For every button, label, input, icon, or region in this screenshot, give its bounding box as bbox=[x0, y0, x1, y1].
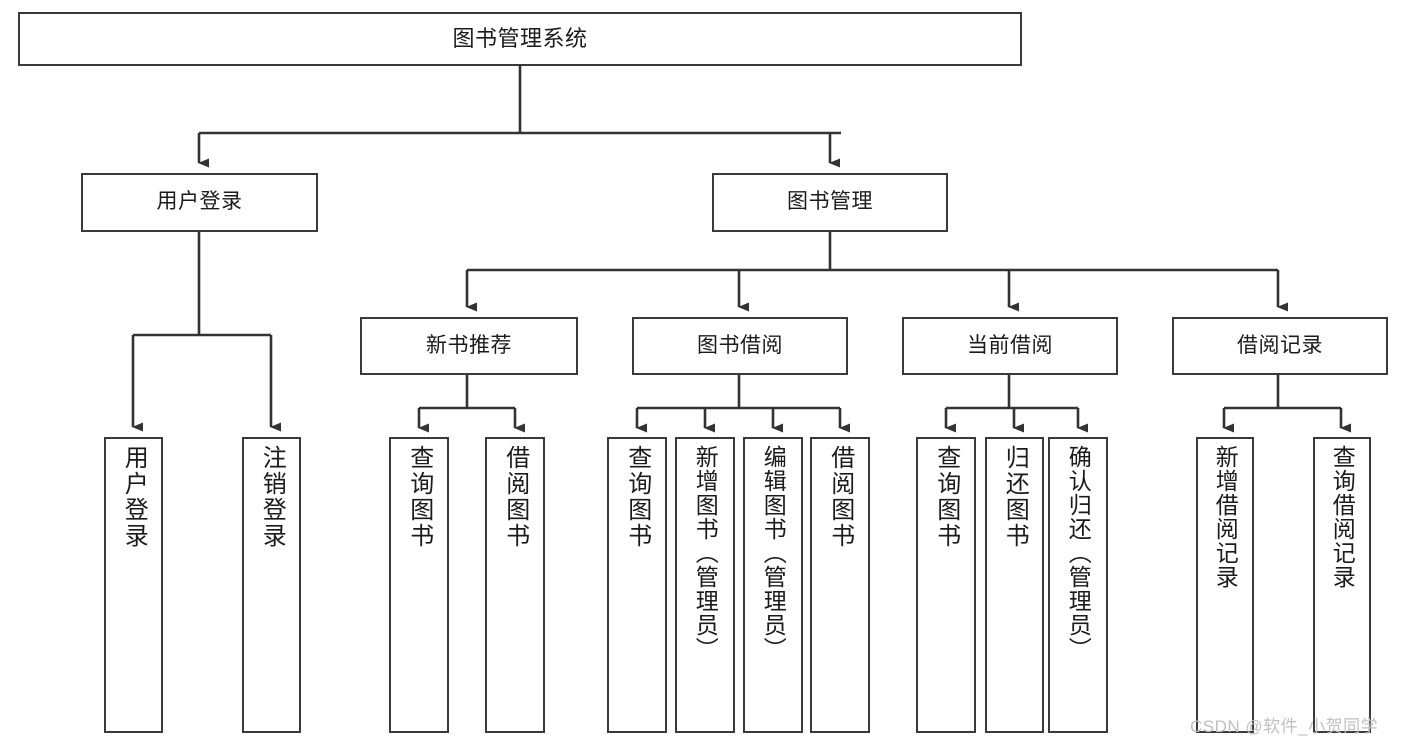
node-label: 用户登录 bbox=[120, 445, 148, 549]
node-label: 借阅记录 bbox=[1237, 333, 1323, 357]
leaf-query-book-recommend[interactable]: 查询图书 bbox=[389, 437, 449, 733]
node-label: 当前借阅 bbox=[967, 333, 1053, 357]
node-label: 借阅图书 bbox=[501, 445, 529, 549]
node-label: 查询借阅记录 bbox=[1329, 445, 1356, 589]
node-label: 新增借阅记录 bbox=[1212, 445, 1239, 589]
leaf-add-book-admin[interactable]: 新增图书（管理员） bbox=[675, 437, 735, 733]
node-label: 新增图书（管理员） bbox=[692, 445, 719, 661]
node-label: 查询图书 bbox=[932, 445, 960, 549]
leaf-edit-book-admin[interactable]: 编辑图书（管理员） bbox=[743, 437, 803, 733]
leaf-return-book[interactable]: 归还图书 bbox=[985, 437, 1044, 733]
node-label: 查询图书 bbox=[405, 445, 433, 549]
leaf-query-book-current[interactable]: 查询图书 bbox=[916, 437, 976, 733]
leaf-confirm-return-admin[interactable]: 确认归还（管理员） bbox=[1048, 437, 1108, 733]
node-label: 编辑图书（管理员） bbox=[760, 445, 787, 661]
node-label: 查询图书 bbox=[623, 445, 651, 549]
csdn-watermark: CSDN @软件_小贺同学 bbox=[1190, 717, 1379, 736]
node-label: 归还图书 bbox=[1001, 445, 1029, 549]
leaf-borrow-book[interactable]: 借阅图书 bbox=[810, 437, 870, 733]
leaf-add-borrow-record[interactable]: 新增借阅记录 bbox=[1196, 437, 1254, 733]
leaf-user-login[interactable]: 用户登录 bbox=[104, 437, 163, 733]
leaf-logout[interactable]: 注销登录 bbox=[242, 437, 301, 733]
leaf-query-book-borrow[interactable]: 查询图书 bbox=[607, 437, 667, 733]
node-label: 图书管理系统 bbox=[452, 26, 588, 52]
node-label: 确认归还（管理员） bbox=[1065, 445, 1092, 661]
node-user-login[interactable]: 用户登录 bbox=[81, 173, 318, 232]
leaf-borrow-book-recommend[interactable]: 借阅图书 bbox=[485, 437, 545, 733]
node-label: 图书管理 bbox=[787, 190, 873, 214]
node-borrow-record[interactable]: 借阅记录 bbox=[1172, 317, 1388, 375]
node-current-borrow[interactable]: 当前借阅 bbox=[902, 317, 1118, 375]
node-book-borrow[interactable]: 图书借阅 bbox=[632, 317, 848, 375]
node-book-management[interactable]: 图书管理 bbox=[712, 173, 948, 232]
node-label: 新书推荐 bbox=[426, 333, 512, 357]
node-label: 借阅图书 bbox=[826, 445, 854, 549]
node-root-system[interactable]: 图书管理系统 bbox=[18, 12, 1022, 66]
node-label: 用户登录 bbox=[156, 190, 243, 214]
node-label: 图书借阅 bbox=[697, 333, 783, 357]
leaf-query-borrow-record[interactable]: 查询借阅记录 bbox=[1313, 437, 1371, 733]
node-new-book-recommend[interactable]: 新书推荐 bbox=[360, 317, 578, 375]
node-label: 注销登录 bbox=[258, 445, 286, 549]
